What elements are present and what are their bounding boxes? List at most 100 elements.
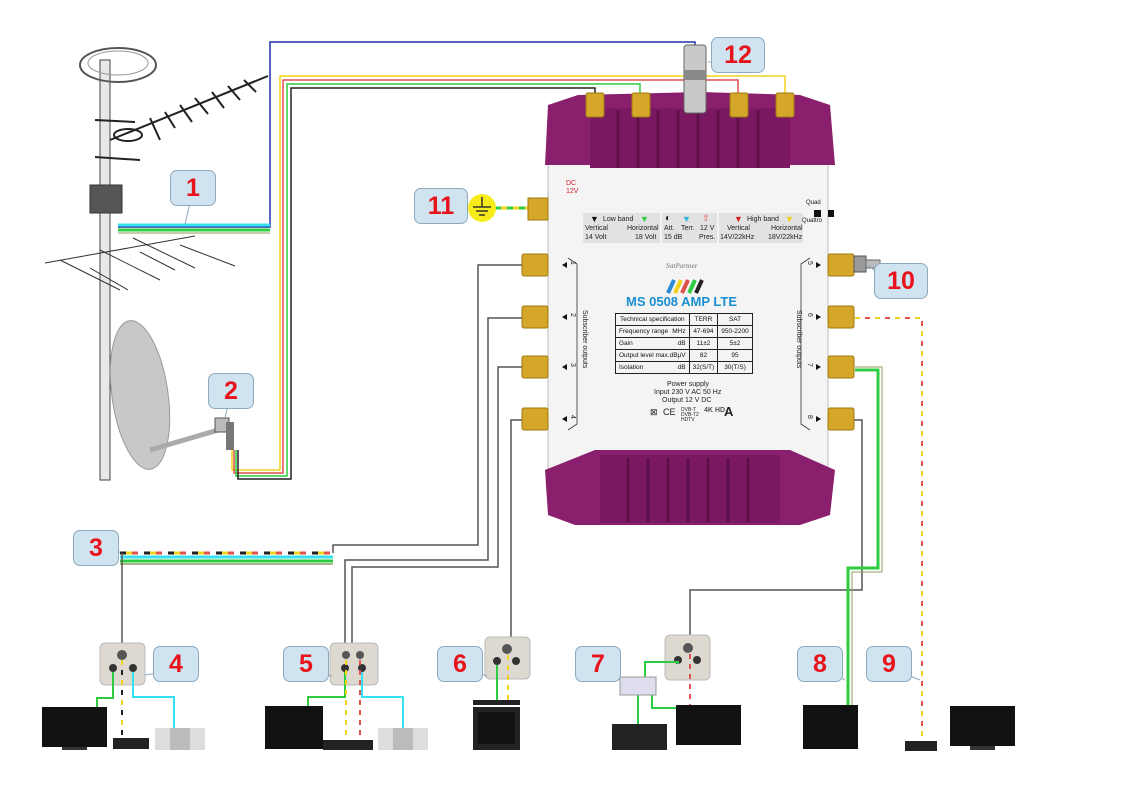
att-label: Att. bbox=[664, 225, 675, 232]
output-cables bbox=[120, 264, 923, 745]
terr-panel: ◐ ▼ ⇧ Att. Terr. 12 V 15 dB Pres. bbox=[662, 213, 717, 243]
output-number-7: 7 bbox=[806, 363, 813, 367]
spec-row: Output level max. dBμV 82 95 bbox=[615, 349, 753, 362]
callout-12: 12 bbox=[711, 37, 765, 73]
vhf-antenna-icon bbox=[44, 235, 236, 291]
wall-outlet-7 bbox=[664, 634, 711, 681]
power-output: Output 12 V DC bbox=[662, 397, 712, 404]
callout-7: 7 bbox=[575, 646, 621, 682]
spec-row: Gain dB 11±2 5±2 bbox=[615, 337, 753, 350]
radio-7-icon bbox=[612, 724, 667, 750]
tv-8-icon bbox=[803, 705, 858, 749]
output-connectors-left bbox=[521, 253, 549, 431]
low-horizontal-value: 18 Volt bbox=[635, 234, 657, 241]
callout-1: 1 bbox=[170, 170, 216, 206]
output-number-6: 6 bbox=[806, 313, 813, 317]
receiver-9-icon bbox=[905, 741, 937, 751]
high-vertical-value: 14V/22kHz bbox=[720, 234, 755, 241]
output-number-5: 5 bbox=[806, 261, 813, 265]
low-horizontal-label: Horizontal bbox=[627, 225, 659, 232]
output-number-2: 2 bbox=[569, 313, 576, 317]
wall-outlet-5 bbox=[329, 642, 379, 686]
yagi-antenna-icon bbox=[94, 75, 269, 161]
tv-9-icon bbox=[950, 706, 1015, 750]
high-horizontal-value: 18V/22kHz bbox=[768, 234, 803, 241]
spec-sat: 5±2 bbox=[717, 337, 753, 350]
terr-label: Terr. bbox=[681, 225, 695, 232]
callout-3: 3 bbox=[73, 530, 119, 566]
callout-11: 11 bbox=[414, 188, 468, 224]
low-band-title: Low band bbox=[603, 216, 634, 223]
antenna-mast bbox=[99, 59, 111, 481]
output-number-8: 8 bbox=[806, 415, 813, 419]
weee-icon: ⊠ bbox=[650, 407, 658, 417]
mode-quattro-label: Quattro bbox=[802, 218, 823, 224]
spec-param: Gain dB bbox=[615, 337, 690, 350]
attenuator-icon: ◐ bbox=[665, 213, 672, 224]
callout-4: 4 bbox=[153, 646, 199, 682]
mode-quad-label: Quad bbox=[806, 200, 821, 206]
tv-5-icon bbox=[265, 706, 323, 749]
4k-hd-badge: 4K HD bbox=[704, 407, 726, 414]
spec-param: Output level max. dBμV bbox=[615, 349, 690, 362]
tv-4-icon bbox=[42, 707, 107, 750]
ce-badge: CE bbox=[663, 407, 676, 417]
power-arrow-icon: ⇧ bbox=[702, 213, 710, 223]
terrestrial-input-connector bbox=[683, 44, 707, 114]
spec-header-param: Technical specification bbox=[615, 313, 690, 326]
dc-power-label: DC 12V bbox=[566, 180, 579, 195]
spec-row: Isolation dB 32(S/T) 30(T/S) bbox=[615, 361, 753, 374]
class-a-badge: A bbox=[724, 404, 734, 419]
splitter-7-icon bbox=[619, 676, 657, 696]
brand-label: SatPartner bbox=[666, 262, 698, 270]
amplifier-box-icon bbox=[89, 184, 123, 214]
radio-5-icon bbox=[378, 728, 428, 750]
lnb-feed-wires bbox=[231, 75, 786, 480]
mode-switch bbox=[814, 210, 834, 217]
spec-param: Isolation dB bbox=[615, 361, 690, 374]
low-vertical-label: Vertical bbox=[585, 225, 608, 232]
output-number-3: 3 bbox=[569, 363, 576, 367]
spec-terr: 47-694 bbox=[688, 325, 719, 338]
spec-terr: 11±2 bbox=[688, 337, 719, 350]
receiver-4-icon bbox=[113, 738, 149, 749]
receiver-5-icon bbox=[323, 740, 373, 750]
subscriber-outputs-left-label: Subscriber outputs bbox=[581, 310, 588, 369]
callout-6: 6 bbox=[437, 646, 483, 682]
red-triangle-icon: ▼ bbox=[734, 214, 743, 224]
satpartner-logo-icon bbox=[666, 279, 704, 294]
high-band-panel: ▼ High band ▼ Vertical Horizontal 14V/22… bbox=[719, 213, 803, 243]
callout-8: 8 bbox=[797, 646, 843, 682]
subscriber-outputs-right-label: Subscriber outputs bbox=[795, 310, 802, 369]
low-band-panel: ▼ Low band ▼ Vertical Horizontal 14 Volt… bbox=[583, 213, 660, 243]
high-band-title: High band bbox=[747, 216, 779, 223]
spec-sat: 30(T/S) bbox=[717, 361, 753, 374]
callout-2: 2 bbox=[208, 373, 254, 409]
spec-terr: 32(S/T) bbox=[688, 361, 719, 374]
yellow-triangle-icon: ▼ bbox=[785, 214, 794, 224]
device-wires bbox=[96, 654, 691, 740]
green-triangle-icon: ▼ bbox=[640, 214, 649, 224]
spec-row: Frequency range MHz 47-694 950-2200 bbox=[615, 325, 753, 338]
tv-7-icon bbox=[676, 705, 741, 745]
radio-4-icon bbox=[155, 728, 205, 750]
output-number-4: 4 bbox=[569, 415, 576, 419]
dvb-badge: DVB-T DVB-T2 HDTV bbox=[681, 407, 699, 423]
callout-5: 5 bbox=[283, 646, 329, 682]
output-arrows bbox=[562, 262, 821, 422]
satellite-dish-icon bbox=[109, 320, 234, 470]
att-value: 15 dB bbox=[664, 234, 683, 241]
black-triangle-icon: ▼ bbox=[590, 214, 599, 224]
spec-header-sat: SAT bbox=[717, 313, 753, 326]
omni-antenna-icon bbox=[79, 47, 157, 83]
low-vertical-value: 14 Volt bbox=[585, 234, 607, 241]
pres-label: Pres. bbox=[699, 234, 716, 241]
tv-6-icon bbox=[473, 700, 520, 750]
spec-terr: 82 bbox=[688, 349, 719, 362]
input-connectors bbox=[585, 92, 795, 118]
spec-header-row: Technical specification TERR SAT bbox=[615, 313, 753, 326]
model-title: MS 0508 AMP LTE bbox=[626, 294, 738, 309]
output-number-1: 1 bbox=[569, 261, 576, 265]
spec-header-terr: TERR bbox=[688, 313, 719, 326]
